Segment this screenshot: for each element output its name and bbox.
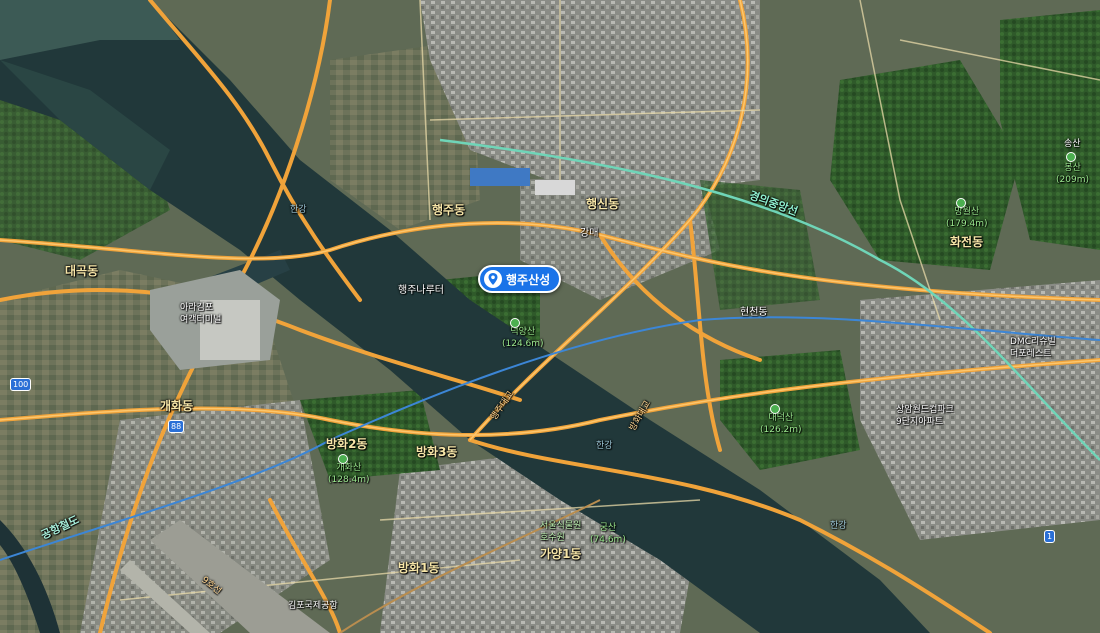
label-sangam-world: 상암월드컵파크 9단지아파트 [896,405,954,427]
peak-deogyangsan: 덕양산 (124.6m) [502,327,544,349]
peak-bongsan: 봉산 (209m) [1056,163,1089,185]
label-gayang1-dong: 가양1동 [540,547,582,561]
poi-mangwolsan-dot[interactable] [956,198,966,208]
route-88-shield: 88 [168,420,185,433]
label-dmc-ridge: DMC리슈빌 더포레스트 [1010,337,1056,359]
poi-deogyangsan-dot[interactable] [510,318,520,328]
poi-bongsan-dot[interactable] [1066,152,1076,162]
route-100-shield: 100 [10,378,32,391]
label-banghwa3-dong: 방화3동 [416,445,458,459]
label-hangang-3: 한강 [830,521,847,531]
label-gimpo-airport: 김포국제공항 [288,601,338,611]
label-hwajeon-dong: 화전동 [950,235,984,249]
label-banghwa2-dong: 방화2동 [326,437,368,451]
label-haengsin-dong: 행신동 [586,197,620,211]
label-gangmae: 강매 [580,228,599,239]
label-seoul-botanic: 서울식물원 호수원 [540,521,582,543]
poi-daedeoksan-dot[interactable] [770,404,780,414]
location-pin-haengjusanseong[interactable]: 행주산성 [478,265,562,293]
label-haengju-naruteo: 행주나루터 [398,285,444,296]
label-hangang-2: 한강 [596,441,613,451]
label-gaehwa-dong: 개화동 [160,399,194,413]
label-hyeoncheon: 현천동 [740,307,768,318]
label-songsan: 송산 [1064,139,1081,149]
label-banghwa1-dong: 방화1동 [398,561,440,575]
label-hangang-1: 한강 [290,205,307,215]
peak-mangwolsan: 망월산 (179.4m) [946,207,988,229]
route-1-shield: 1 [1044,530,1056,543]
poi-gaehwasan-dot[interactable] [338,454,348,464]
location-pin-icon [484,270,502,288]
label-ara-terminal: 아라김포 여객터미널 [180,303,222,325]
peak-gungsan: 궁산 (74.6m) [590,523,626,545]
peak-daedeoksan: 대덕산 (126.2m) [760,413,802,435]
label-haengju-dong: 행주동 [432,203,466,217]
pin-label: 행주산성 [506,272,551,287]
peak-gaehwasan: 개화산 (128.4m) [328,463,370,485]
label-daegok-dong: 대곡동 [65,264,99,278]
